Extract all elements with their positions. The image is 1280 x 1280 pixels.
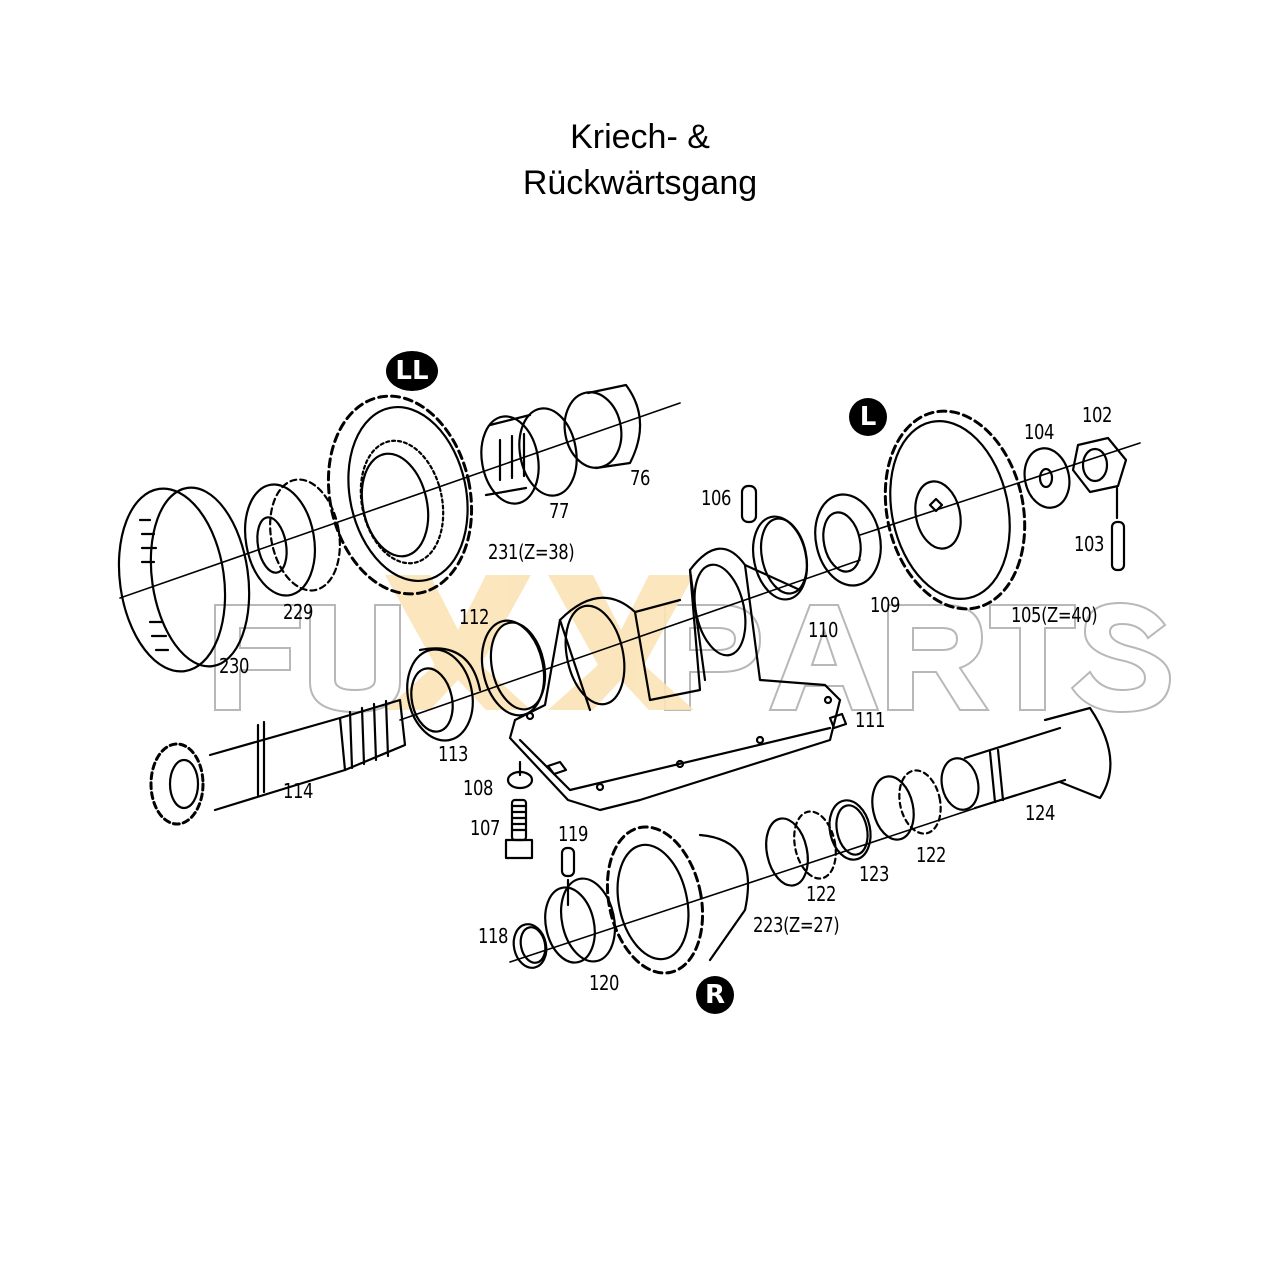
part-label-76[interactable]: 76 — [630, 466, 651, 490]
part-label-231[interactable]: 231(Z=38) — [488, 540, 575, 564]
part-label-105[interactable]: 105(Z=40) — [1011, 603, 1098, 627]
part-77-needle-cage[interactable] — [475, 404, 583, 508]
part-label-109[interactable]: 109 — [870, 593, 901, 617]
part-label-102[interactable]: 102 — [1082, 403, 1113, 427]
part-label-104[interactable]: 104 — [1024, 420, 1055, 444]
part-230-bearing-cup[interactable] — [108, 481, 260, 678]
part-105-gear-z40[interactable] — [868, 398, 1043, 622]
part-111-housing[interactable] — [508, 547, 848, 812]
part-label-103[interactable]: 103 — [1074, 532, 1105, 556]
l-low-badge: L — [849, 398, 887, 436]
part-label-230[interactable]: 230 — [219, 654, 250, 678]
part-label-112[interactable]: 112 — [459, 605, 490, 629]
part-label-114[interactable]: 114 — [283, 779, 314, 803]
part-label-122-a[interactable]: 122 — [806, 882, 837, 906]
part-120-bush[interactable] — [539, 874, 623, 968]
part-109-ball-bearing[interactable] — [807, 488, 889, 591]
part-76-sleeve[interactable] — [559, 383, 642, 472]
ll-creeper-badge: LL — [386, 351, 438, 391]
diagram-title: Kriech- & Rückwärtsgang — [0, 114, 1280, 206]
part-112-snap-ring[interactable] — [474, 615, 553, 721]
part-106-pin[interactable] — [740, 484, 758, 524]
part-label-110[interactable]: 110 — [808, 618, 839, 642]
title-line-1: Kriech- & — [570, 118, 710, 156]
part-114-pinion-shaft[interactable] — [149, 698, 407, 826]
part-110-snap-ring[interactable] — [746, 512, 814, 605]
part-label-223[interactable]: 223(Z=27) — [753, 913, 840, 937]
part-102-nut[interactable] — [1071, 436, 1128, 494]
part-label-124[interactable]: 124 — [1025, 801, 1056, 825]
part-label-120[interactable]: 120 — [589, 971, 620, 995]
part-113-bearing[interactable] — [399, 643, 482, 746]
part-122-needle-bearing-b[interactable] — [867, 767, 946, 844]
part-119-pin[interactable] — [560, 846, 576, 907]
part-223-reverse-gear-z27[interactable] — [595, 818, 750, 982]
part-103-pin[interactable] — [1110, 486, 1126, 572]
part-label-111[interactable]: 111 — [855, 708, 886, 732]
part-label-113[interactable]: 113 — [438, 742, 469, 766]
part-124-shaft[interactable] — [937, 706, 1112, 813]
part-122-needle-bearing-a[interactable] — [760, 808, 841, 890]
part-107-bolt[interactable] — [504, 798, 534, 860]
part-229-gear-hub[interactable] — [237, 474, 348, 601]
part-108-washer[interactable] — [506, 760, 534, 790]
part-label-118[interactable]: 118 — [478, 924, 509, 948]
part-label-119[interactable]: 119 — [558, 822, 589, 846]
part-123-ring[interactable] — [824, 796, 876, 863]
r-reverse-badge: R — [696, 976, 734, 1014]
part-label-123[interactable]: 123 — [859, 862, 890, 886]
part-118-snap-ring[interactable] — [510, 921, 550, 971]
part-label-108[interactable]: 108 — [463, 776, 494, 800]
part-label-77[interactable]: 77 — [549, 499, 570, 523]
part-104-washer[interactable] — [1019, 444, 1075, 512]
title-line-2: Rückwärtsgang — [522, 164, 758, 202]
part-label-106[interactable]: 106 — [701, 486, 732, 510]
part-label-107[interactable]: 107 — [470, 816, 501, 840]
part-label-122-b[interactable]: 122 — [916, 843, 947, 867]
part-label-229[interactable]: 229 — [283, 600, 314, 624]
part-231-gear-z38[interactable] — [311, 383, 490, 608]
